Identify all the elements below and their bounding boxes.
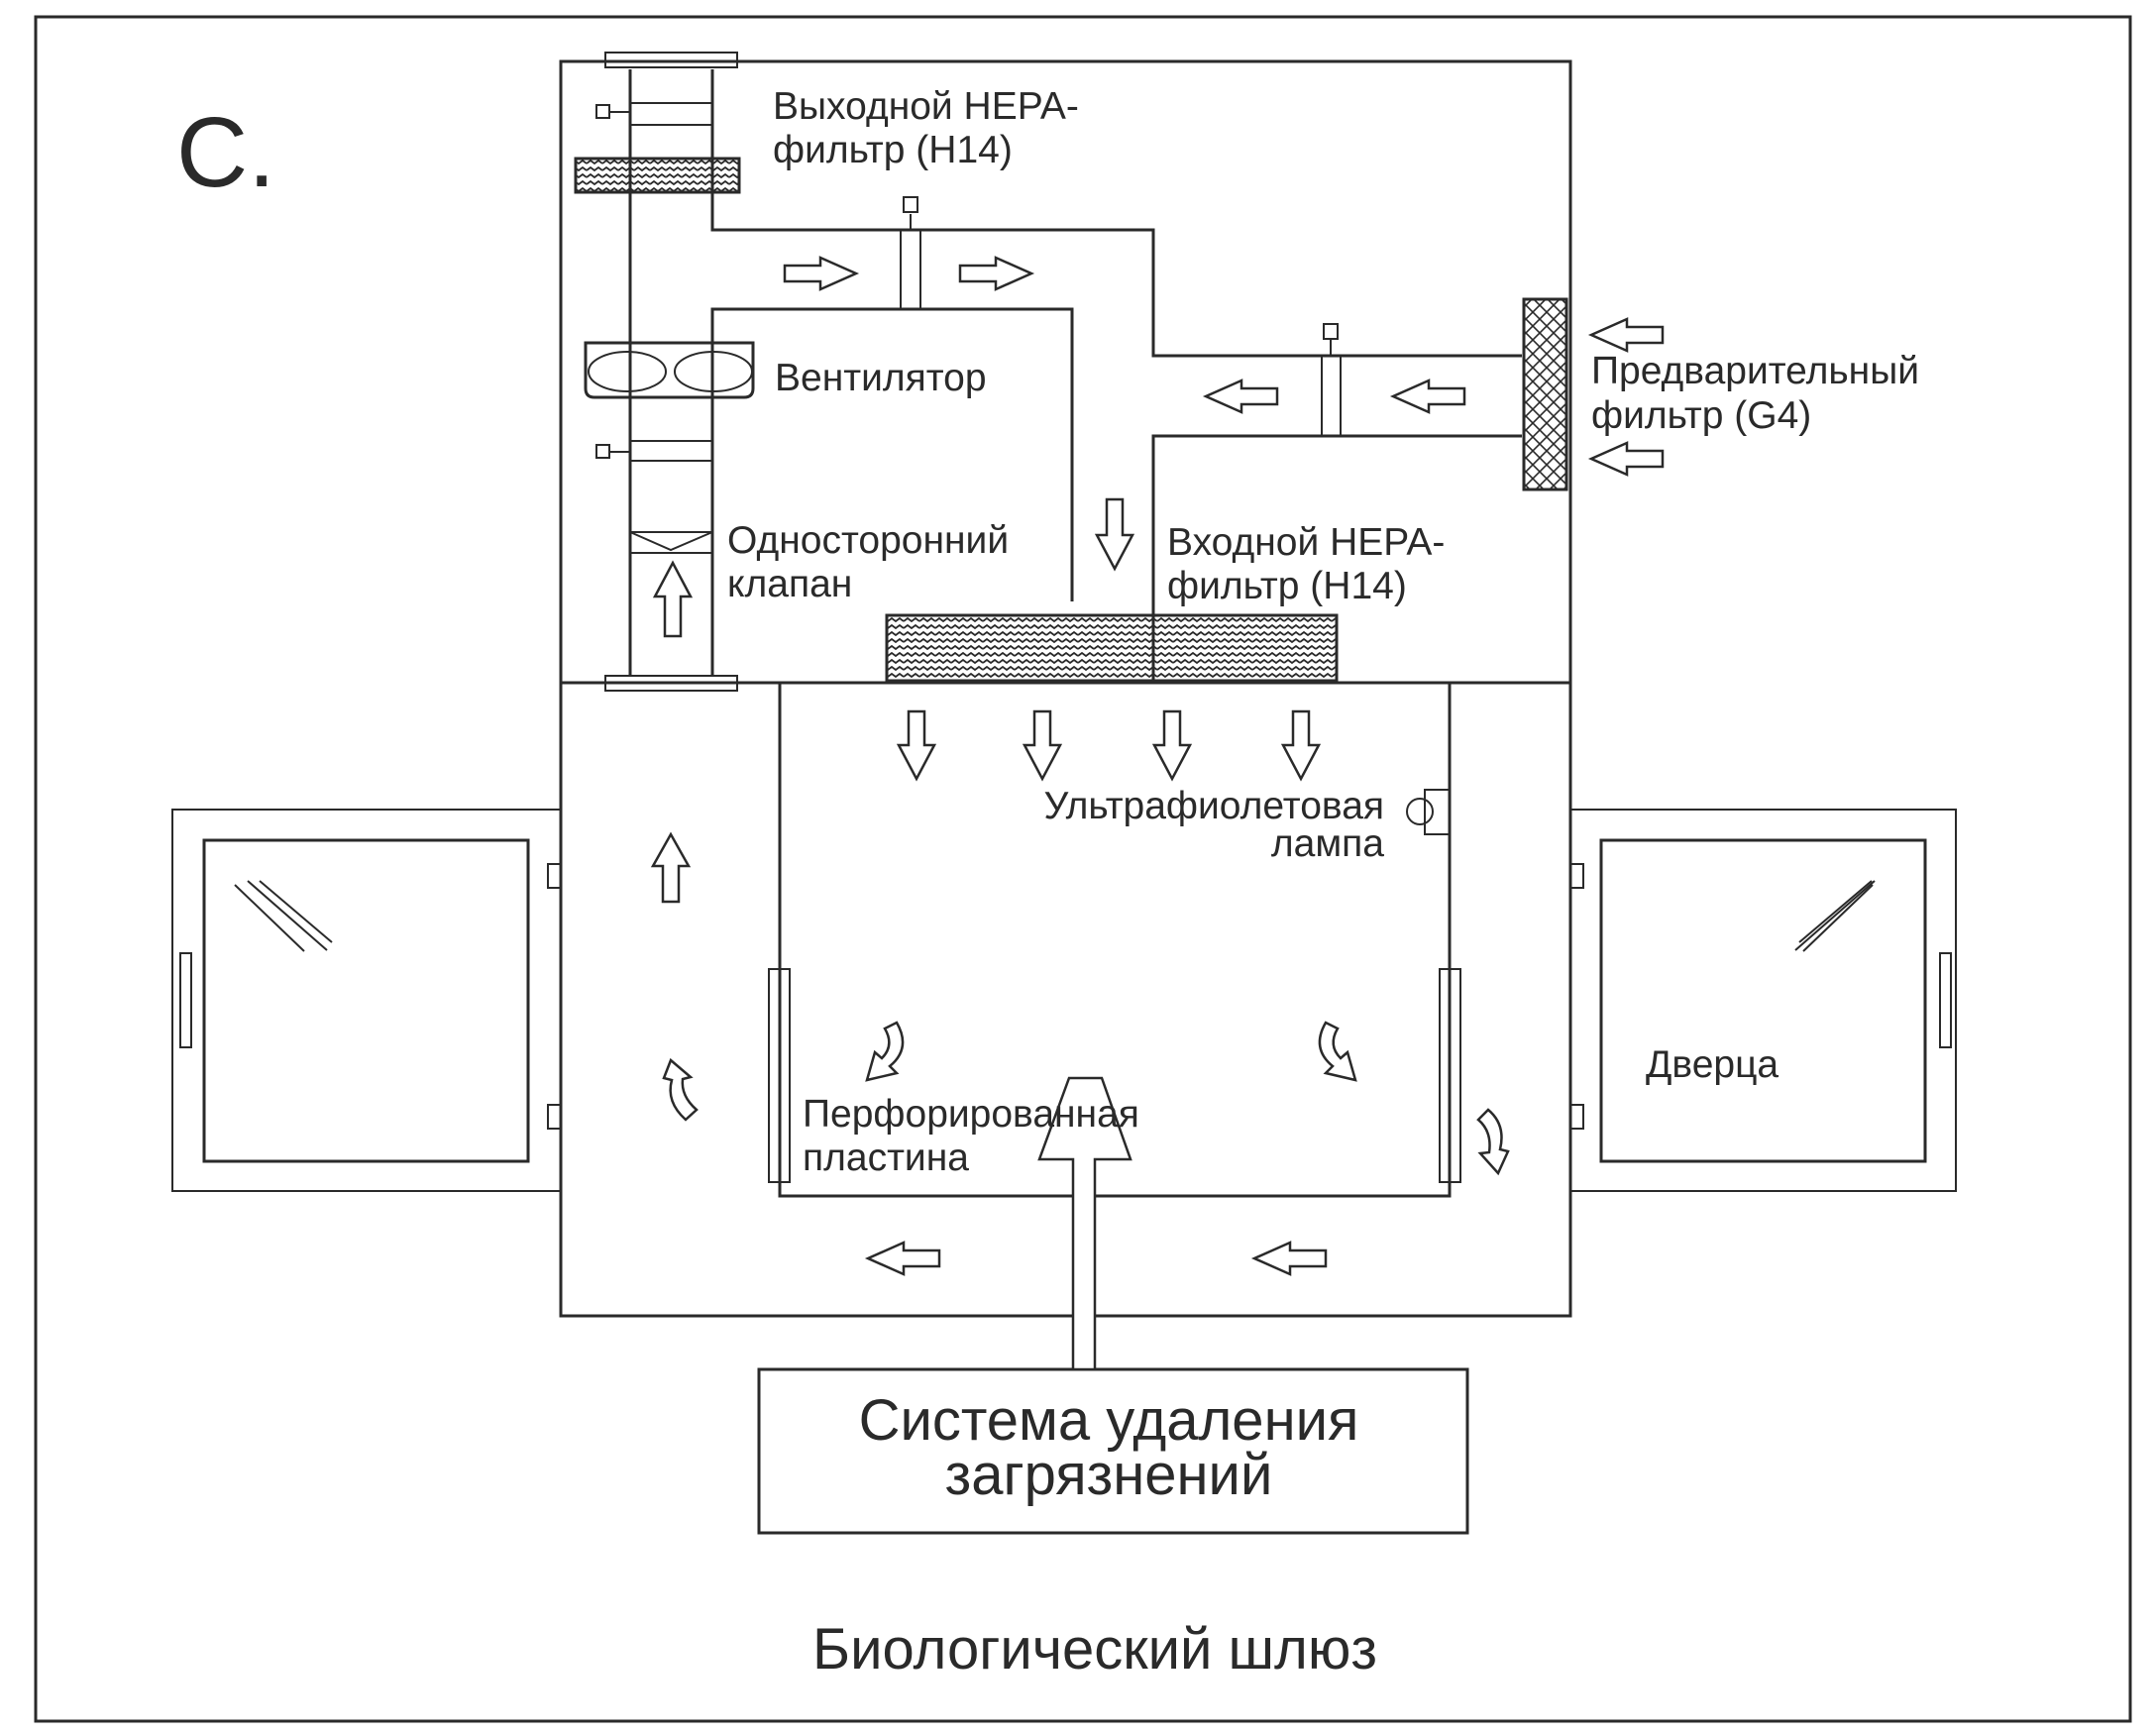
check-valve-symbol xyxy=(629,531,713,552)
exhaust-top-cap xyxy=(604,52,738,68)
work-chamber xyxy=(778,681,1452,1198)
perforated-plate-left xyxy=(768,968,791,1183)
airflow-arrow-icon xyxy=(896,709,937,782)
airflow-arrow-icon xyxy=(1389,379,1466,414)
airflow-arrow-icon xyxy=(864,1241,941,1276)
right-door-hinge xyxy=(1569,863,1584,889)
glass-reflection xyxy=(1798,880,1873,943)
check-valve xyxy=(629,531,713,554)
left-door-handle xyxy=(179,952,192,1048)
diagram-title: Биологический шлюз xyxy=(812,1617,1377,1682)
glass-reflection xyxy=(1794,880,1876,951)
airflow-arrow-icon xyxy=(1202,379,1279,414)
right-door-frame xyxy=(1569,809,1957,1192)
inlet-hepa-label-line1: Входной HEPA- xyxy=(1167,521,1445,564)
right-door-hinge xyxy=(1569,1104,1584,1130)
panel-letter: С. xyxy=(176,97,275,208)
exhaust-duct-right-wall xyxy=(710,307,1074,676)
inlet-hepa-label-line2: фильтр (H14) xyxy=(1167,565,1407,607)
airflow-arrow-icon xyxy=(1250,1241,1328,1276)
figure-border xyxy=(34,15,2132,1723)
airflow-arrow-icon xyxy=(652,560,694,638)
airflow-arrow-icon xyxy=(865,1021,905,1082)
uv-lamp-label-line2: лампа xyxy=(1271,822,1384,865)
outlet-hepa-filter xyxy=(574,157,741,194)
fan-label: Вентилятор xyxy=(775,357,987,399)
outlet-hepa-label-line1: Выходной HEPA- xyxy=(773,85,1079,128)
outlet-hepa-label-line2: фильтр (H14) xyxy=(773,129,1013,171)
decontamination-label-line1: Система удаления xyxy=(859,1388,1359,1453)
fan-blade xyxy=(674,351,753,392)
airflow-arrow-icon xyxy=(1476,1108,1510,1176)
airflow-arrow-icon xyxy=(650,831,692,904)
perforated-plate-label-line2: пластина xyxy=(803,1137,969,1179)
airflow-arrow-icon xyxy=(958,256,1035,291)
airflow-arrow-icon xyxy=(1280,709,1322,782)
door-label: Дверца xyxy=(1646,1043,1779,1086)
sensor-box xyxy=(1323,323,1339,340)
left-door-hinge xyxy=(547,863,562,889)
left-door-hinge xyxy=(547,1104,562,1130)
sensor-box xyxy=(595,104,610,119)
exhaust-bottom-cap xyxy=(604,675,738,692)
glass-reflection xyxy=(259,880,333,943)
glass-reflection xyxy=(1802,884,1874,952)
uv-lamp-mount xyxy=(1424,789,1451,835)
airflow-arrow-icon xyxy=(1587,441,1665,477)
uv-lamp-label-line1: Ультрафиолетовая xyxy=(1044,785,1385,827)
sensor-box xyxy=(903,196,918,213)
airflow-arrow-icon xyxy=(1587,317,1665,353)
perforated-plate-label-line1: Перфорированная xyxy=(803,1093,1139,1136)
check-valve-label-line2: клапан xyxy=(727,563,852,605)
left-door-window xyxy=(202,838,530,1163)
supply-duct xyxy=(1151,434,1522,683)
decontamination-label-line2: загрязнений xyxy=(945,1443,1273,1507)
prefilter-label-line1: Предварительный xyxy=(1591,350,1919,392)
airflow-arrow-icon xyxy=(1151,709,1193,782)
decontamination-flow-arrow xyxy=(1037,1076,1132,1371)
airflow-arrow-icon xyxy=(1022,709,1063,782)
check-valve-label-line1: Односторонний xyxy=(727,519,1009,562)
inlet-hepa-filter xyxy=(885,613,1339,683)
airflow-arrow-icon xyxy=(1318,1021,1357,1082)
decontamination-system-box xyxy=(757,1367,1469,1535)
left-door-frame xyxy=(171,809,562,1192)
sensor-box xyxy=(595,444,610,459)
prefilter-label-line2: фильтр (G4) xyxy=(1591,394,1811,437)
fan-blade xyxy=(588,351,667,392)
airflow-arrow-icon xyxy=(1094,497,1135,572)
fan-icon xyxy=(584,341,755,399)
glass-reflection xyxy=(247,880,328,951)
right-door-window xyxy=(1599,838,1927,1163)
glass-reflection xyxy=(234,884,305,952)
perforated-plate-right xyxy=(1439,968,1461,1183)
airflow-arrow-icon xyxy=(783,256,860,291)
upper-housing xyxy=(559,59,1572,683)
right-door-handle xyxy=(1939,952,1952,1048)
prefilter xyxy=(1522,297,1568,491)
uv-lamp-icon xyxy=(1406,798,1434,825)
chamber-outline xyxy=(559,681,1572,1318)
airflow-arrow-icon xyxy=(662,1057,699,1122)
